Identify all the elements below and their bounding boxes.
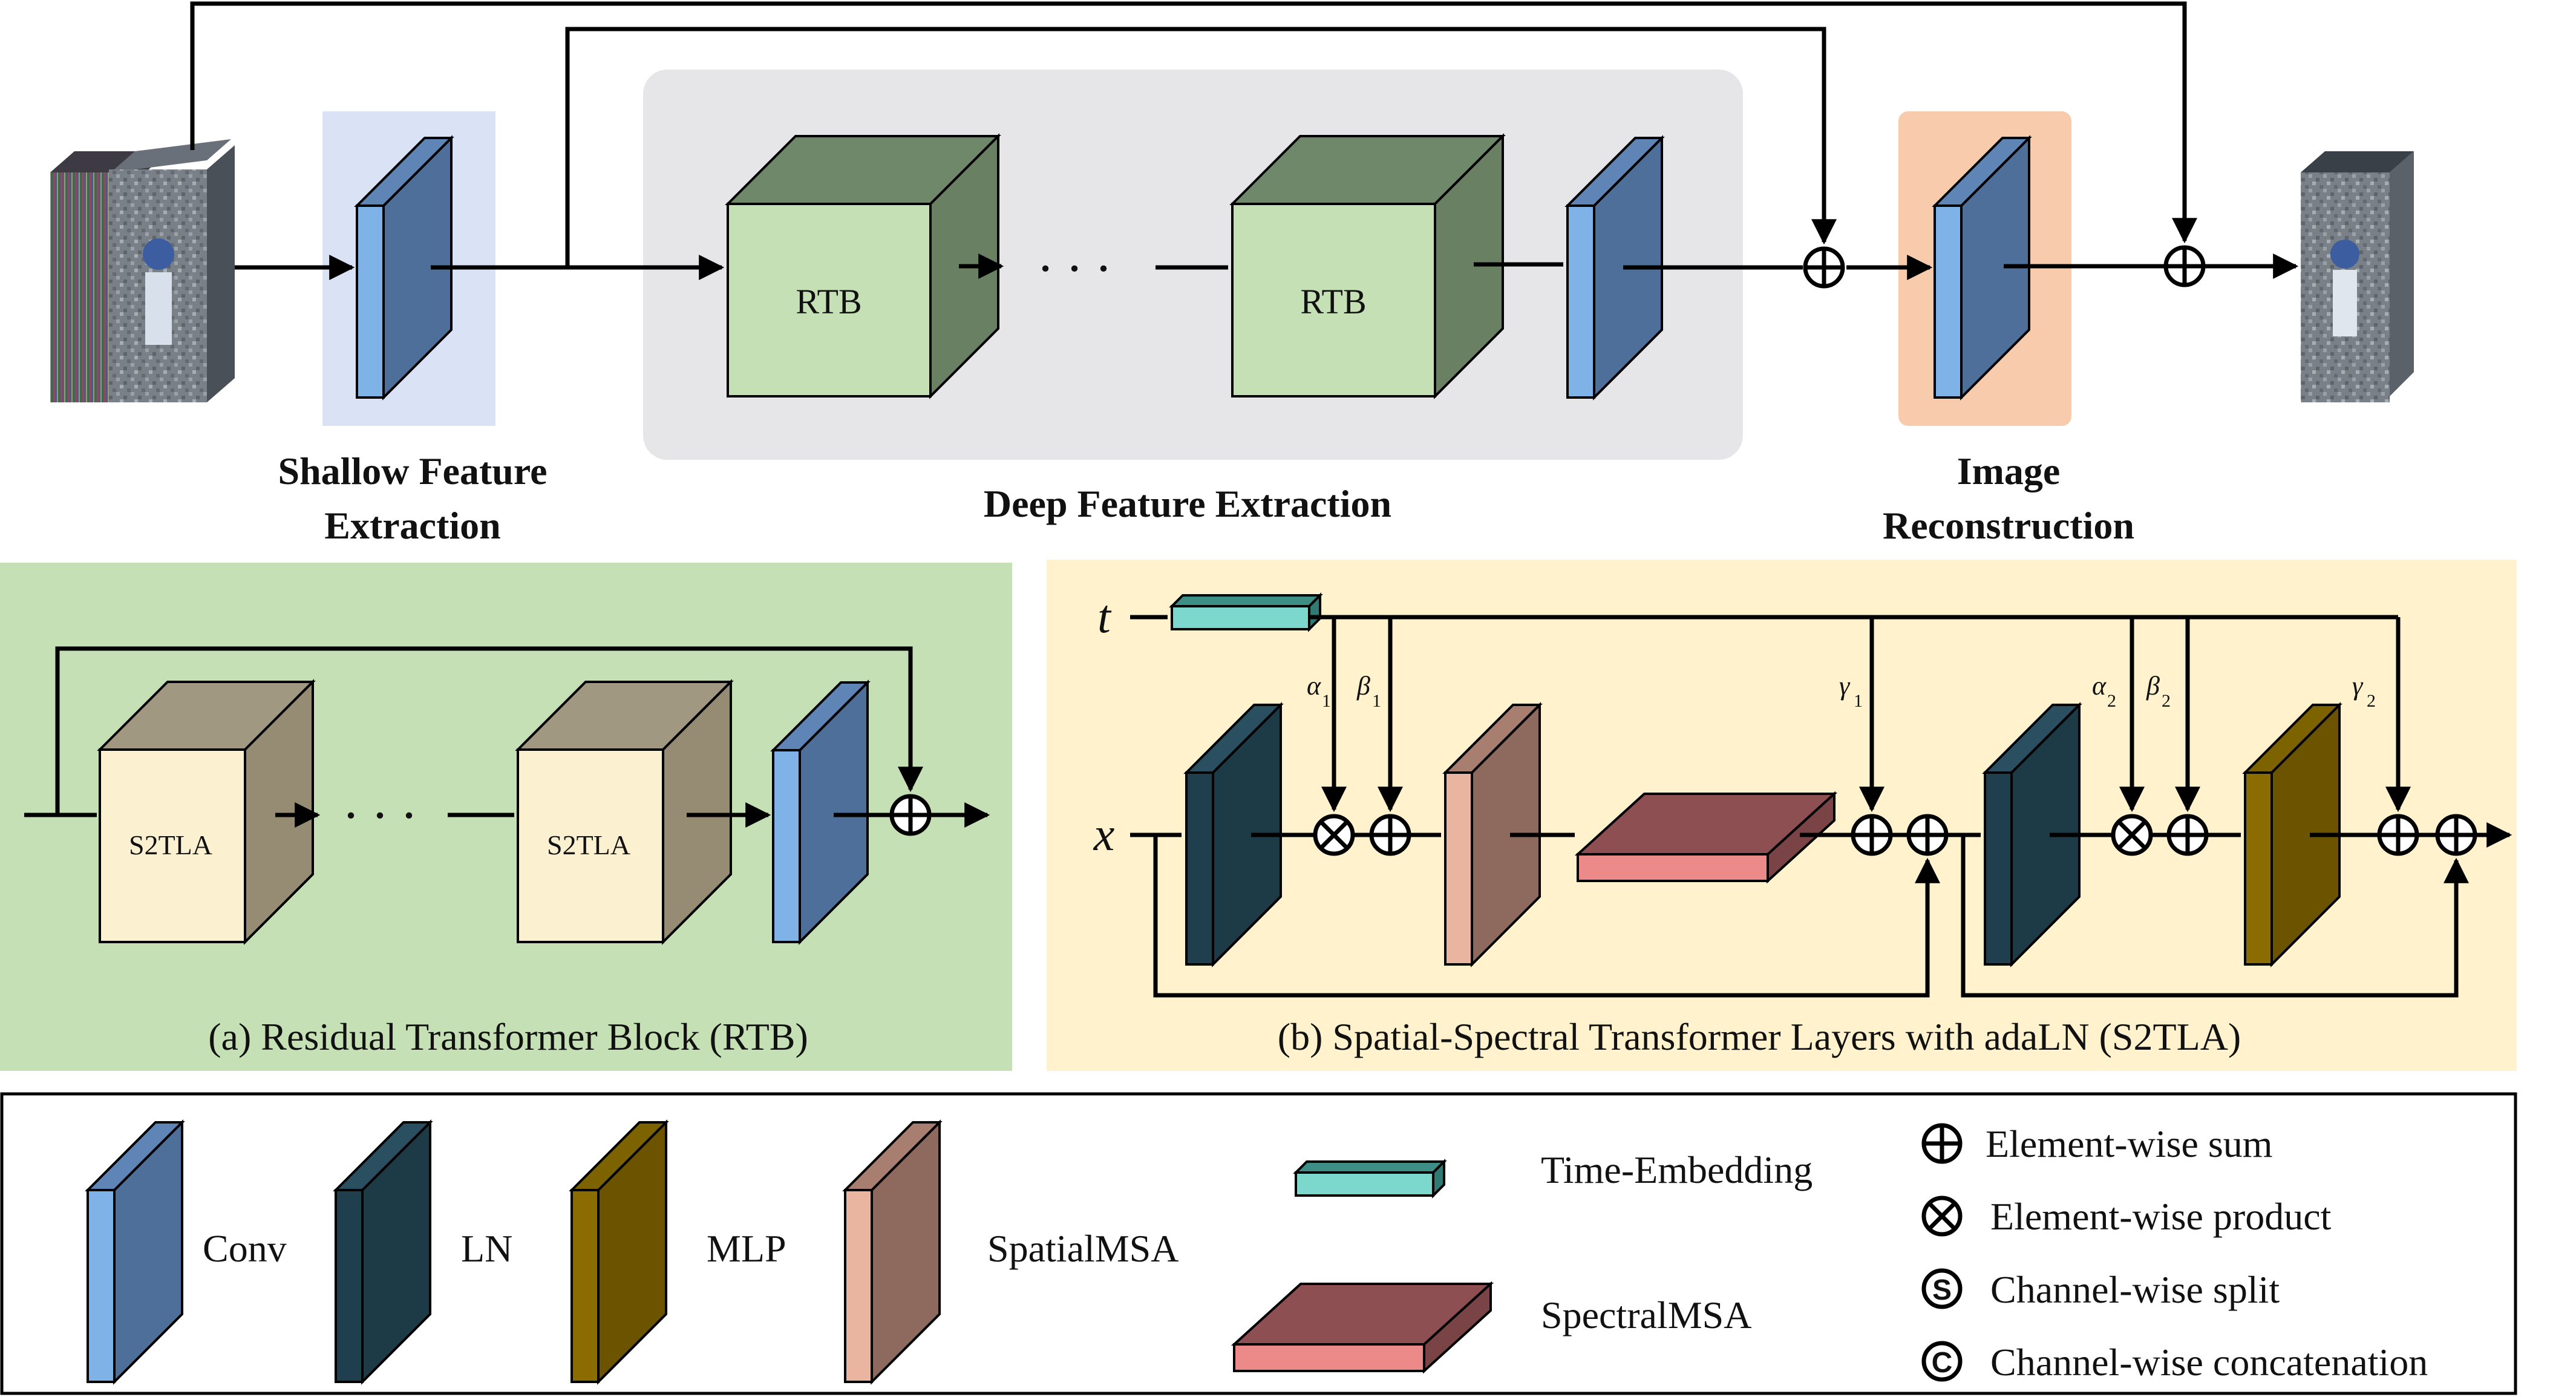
svg-text:α: α xyxy=(1307,671,1321,701)
panel-a-caption: (a) Residual Transformer Block (RTB) xyxy=(208,1015,808,1058)
product-node-2 xyxy=(2111,814,2153,856)
shallow-label-line-1: Shallow Feature xyxy=(278,450,547,492)
svg-text:β: β xyxy=(1356,671,1370,701)
beta-1-label: β 1 xyxy=(1356,671,1381,711)
svg-text:1: 1 xyxy=(1854,691,1863,711)
legend-split-label: Channel-wise split xyxy=(1990,1268,2280,1311)
recon-label-line-1: Image xyxy=(1957,450,2061,492)
shallow-conv-layer xyxy=(354,135,454,401)
legend-conv-label: Conv xyxy=(203,1227,287,1270)
legend-sum-icon xyxy=(1921,1123,1963,1164)
legend-mlp-label: MLP xyxy=(707,1227,786,1270)
recon-label-line-2: Reconstruction xyxy=(1883,504,2134,547)
beta-2-label: β 2 xyxy=(2146,671,2171,711)
input-image-stack xyxy=(50,139,235,402)
legend-spectral-icon xyxy=(1231,1281,1494,1374)
sum-node-gamma-2 xyxy=(2377,814,2419,856)
alpha-2-label: α 2 xyxy=(2092,671,2116,711)
ln-layer-1 xyxy=(1183,702,1284,967)
s2tla-label-1: S2TLA xyxy=(129,829,212,860)
s2tla-block-2: S2TLA xyxy=(515,679,734,945)
rtb-block-2: RTB xyxy=(1229,133,1506,399)
sum-node-residual-1 xyxy=(1906,814,1949,856)
legend-ln-label: LN xyxy=(461,1227,512,1270)
panel-a-dots: . . . xyxy=(346,784,419,826)
output-image-cube xyxy=(2301,151,2414,402)
svg-text:S: S xyxy=(1932,1274,1952,1306)
svg-text:C: C xyxy=(1932,1347,1953,1379)
t-input-label: t xyxy=(1097,590,1112,643)
legend-concat-label: Channel-wise concatenation xyxy=(1990,1341,2428,1384)
product-node-1 xyxy=(1313,814,1355,856)
svg-text:2: 2 xyxy=(2107,691,2116,711)
s2tla-label-2: S2TLA xyxy=(547,829,630,860)
panel-a-sum-node xyxy=(889,794,932,836)
time-embedding-block xyxy=(1169,592,1323,632)
svg-text:α: α xyxy=(2092,671,2107,701)
rtb-label-1: RTB xyxy=(796,282,861,321)
svg-text:1: 1 xyxy=(1322,691,1331,711)
legend-ln-icon xyxy=(333,1119,433,1385)
svg-text:γ: γ xyxy=(1839,671,1851,701)
svg-text:β: β xyxy=(2146,671,2160,701)
legend-spatial-icon xyxy=(842,1119,943,1385)
sum-node-residual-2 xyxy=(2435,814,2477,856)
reconstruction-conv-layer xyxy=(1932,135,2032,401)
spatial-msa-layer xyxy=(1442,702,1543,967)
sum-node-output xyxy=(2163,245,2206,287)
sum-node-deep xyxy=(1803,246,1845,289)
legend-product-icon xyxy=(1921,1196,1963,1237)
legend-mlp-icon xyxy=(569,1119,669,1385)
deep-label: Deep Feature Extraction xyxy=(984,482,1391,525)
top-flow-connections xyxy=(190,1,2299,280)
legend-spatial-label: SpatialMSA xyxy=(987,1227,1178,1270)
svg-text:2: 2 xyxy=(2367,691,2376,711)
panel-a-connections xyxy=(24,646,990,828)
shallow-label-line-2: Extraction xyxy=(324,504,501,547)
sum-node-beta-1 xyxy=(1369,814,1411,856)
ln-layer-2 xyxy=(1982,702,2082,967)
s2tla-block-1: S2TLA xyxy=(97,679,316,945)
panel-b-caption: (b) Spatial-Spectral Transformer Layers … xyxy=(1278,1015,2241,1058)
sum-node-beta-2 xyxy=(2166,814,2209,856)
x-input-label: x xyxy=(1093,808,1115,860)
legend-split-icon: S xyxy=(1921,1268,1963,1309)
alpha-1-label: α 1 xyxy=(1307,671,1331,711)
legend-concat-icon: C xyxy=(1921,1341,1963,1382)
spectral-msa-layer xyxy=(1574,791,1838,884)
legend-sum-label: Element-wise sum xyxy=(1986,1122,2273,1165)
legend-time-icon xyxy=(1293,1159,1447,1199)
legend-product-label: Element-wise product xyxy=(1990,1195,2332,1238)
rtb-block-1: RTB xyxy=(725,133,1001,399)
legend-time-label: Time-Embedding xyxy=(1541,1148,1813,1191)
top-dots: . . . xyxy=(1041,237,1113,280)
svg-text:1: 1 xyxy=(1372,691,1381,711)
gamma-2-label: γ 2 xyxy=(2352,671,2376,711)
svg-text:2: 2 xyxy=(2162,691,2171,711)
svg-text:γ: γ xyxy=(2352,671,2364,701)
mlp-layer xyxy=(2242,702,2342,967)
panel-b-connections xyxy=(1130,615,2512,998)
rtb-label-2: RTB xyxy=(1300,282,1366,321)
gamma-1-label: γ 1 xyxy=(1839,671,1863,711)
legend-spectral-label: SpectralMSA xyxy=(1541,1294,1751,1336)
panel-a-conv-layer xyxy=(770,679,871,945)
sum-node-gamma-1 xyxy=(1851,814,1893,856)
legend-conv-icon xyxy=(85,1119,185,1385)
